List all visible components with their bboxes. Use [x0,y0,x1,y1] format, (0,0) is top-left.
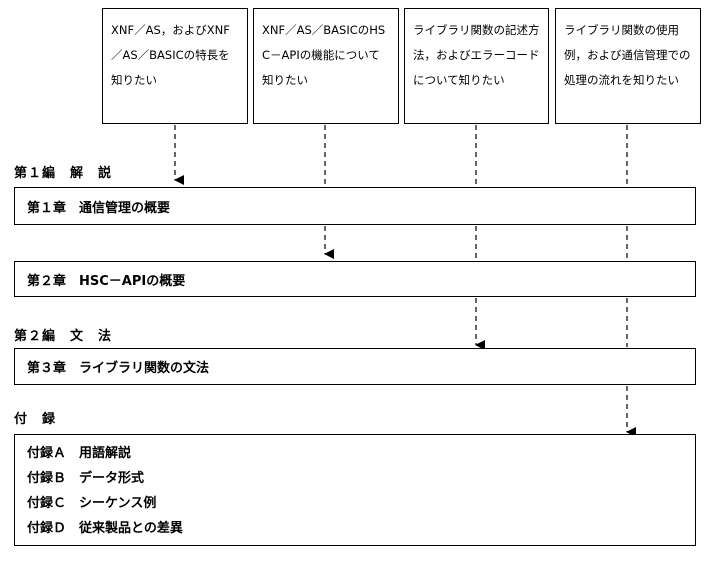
appendix-heading: 付 録 [14,412,57,427]
chapter2-box: 第２章 HSC－APIの概要 [14,261,696,297]
appendix-item-a: 付録Ａ 用語解説 [27,446,132,461]
part1-heading: 第１編 解 説 [14,166,113,181]
question-box-2: XNF／AS／BASICのHSC－APIの機能について知りたい [253,8,399,124]
chapter3-box: 第３章 ライブラリ関数の文法 [14,348,696,385]
question-box-1: XNF／AS，およびXNF／AS／BASICの特長を知りたい [102,8,248,124]
question-box-4: ライブラリ関数の使用例，および通信管理での処理の流れを知りたい [555,8,701,124]
part2-heading: 第２編 文 法 [14,329,113,344]
appendix-item-b: 付録Ｂ データ形式 [27,471,145,486]
appendix-item-d: 付録Ｄ 従来製品との差異 [27,521,183,536]
chapter1-box: 第１章 通信管理の概要 [14,187,696,225]
appendix-box: 付録Ａ 用語解説 付録Ｂ データ形式 付録Ｃ シーケンス例 付録Ｄ 従来製品との… [14,434,696,546]
appendix-item-c: 付録Ｃ シーケンス例 [27,496,157,511]
question-box-3: ライブラリ関数の記述方法，およびエラーコードについて知りたい [404,8,549,124]
